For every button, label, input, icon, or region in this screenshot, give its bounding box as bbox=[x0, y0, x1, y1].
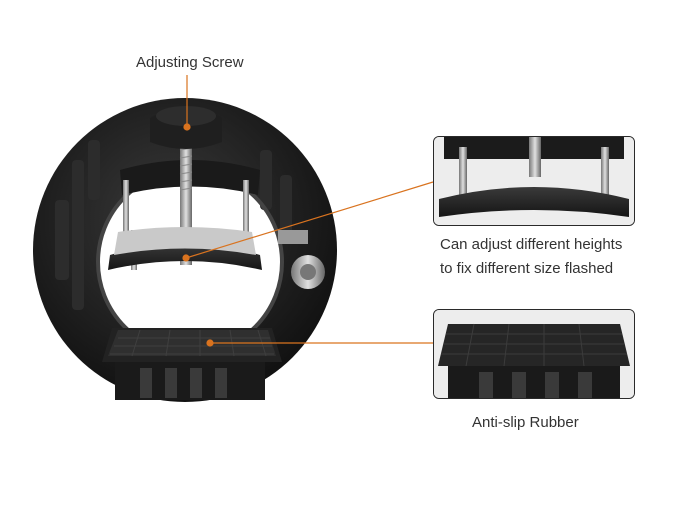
rubber-closeup-image bbox=[434, 310, 634, 398]
clamp-height-closeup-image bbox=[434, 137, 634, 225]
side-lock-knob bbox=[278, 230, 325, 289]
heights-label-line1: Can adjust different heights bbox=[440, 236, 623, 253]
top-clamp bbox=[120, 106, 260, 270]
heights-label-line2: to fix different size flashed bbox=[440, 260, 614, 277]
clamp-height-closeup bbox=[433, 136, 635, 226]
anti-slip-rubber-label: Anti-slip Rubber bbox=[472, 414, 579, 431]
adjusting-screw-label: Adjusting Screw bbox=[136, 54, 244, 71]
rubber-platform bbox=[102, 328, 282, 400]
leader-lines bbox=[182, 75, 434, 347]
rubber-closeup bbox=[433, 309, 635, 399]
leader-heights bbox=[185, 181, 434, 259]
